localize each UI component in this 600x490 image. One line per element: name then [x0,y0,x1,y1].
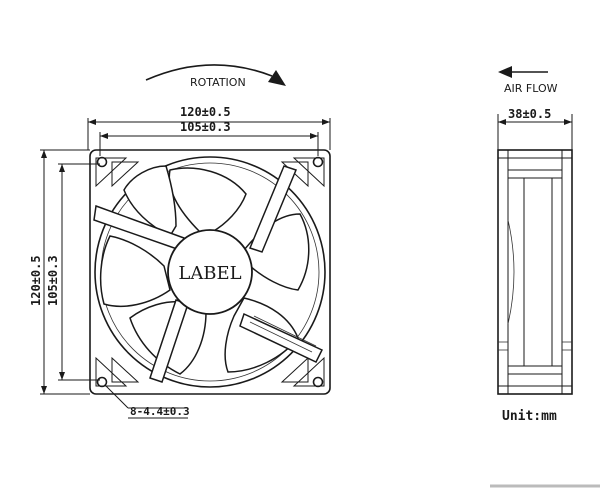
fan-hub [167,229,253,315]
overall-height-dimension [40,149,90,395]
overall-width-label: 120±0.5 [180,105,231,119]
rotation-arrow [145,64,286,86]
overall-height-label: 120±0.5 [29,255,43,306]
depth-label: 38±0.5 [508,107,551,121]
hole-spacing-width-dimension [99,132,319,156]
overall-width-dimension [87,118,331,150]
mounting-hole-leader [104,384,188,419]
mounting-holes [96,156,324,388]
airflow-arrow [498,66,548,78]
mounting-hole [312,156,324,168]
mounting-hole [96,156,108,168]
fan-struts [93,165,324,383]
depth-dimension [497,114,573,150]
fan-side-profile [497,149,573,395]
rotation-label: ROTATION [190,76,246,89]
mounting-hole [96,376,108,388]
hub-label: LABEL [178,263,241,284]
hole-spacing-height-label: 105±0.3 [46,255,60,306]
mounting-hole [312,376,324,388]
fan-frame [89,149,331,395]
hole-spacing-width-label: 105±0.3 [180,120,231,134]
unit-label: Unit:mm [502,409,557,424]
mounting-holes-label: 8-4.4±0.3 [130,405,190,418]
airflow-label: AIR FLOW [504,82,558,95]
hole-spacing-height-dimension [58,163,100,381]
